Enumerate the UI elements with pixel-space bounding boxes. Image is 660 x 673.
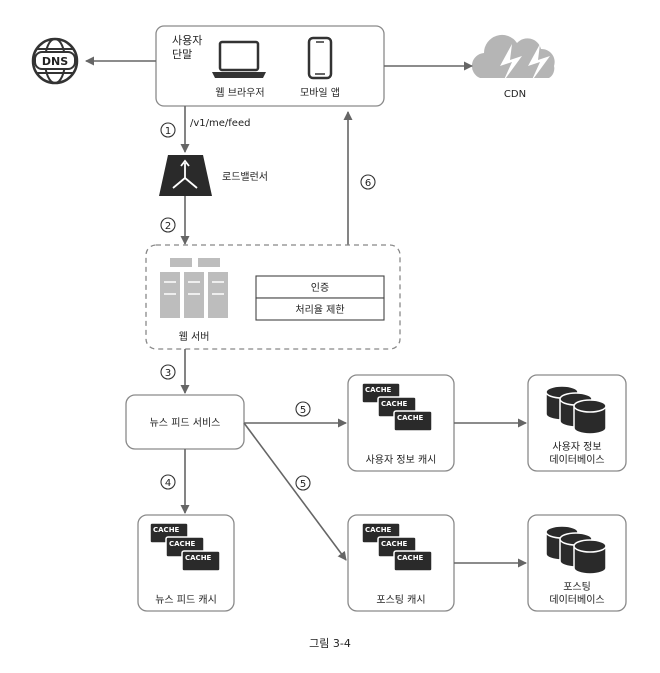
load-balancer-label: 로드밸런서: [222, 171, 268, 183]
svg-text:5: 5: [300, 479, 306, 490]
mobile-app-label: 모바일 앱: [300, 87, 340, 99]
step-5a-badge: 5: [295, 401, 311, 417]
news-feed-service-label: 뉴스 피드 서비스: [150, 417, 221, 429]
web-server-label: 웹 서버: [179, 331, 210, 343]
post-db-box: 포스팅 데이터베이스: [527, 514, 627, 612]
news-feed-cache-label: 뉴스 피드 캐시: [155, 594, 217, 606]
client-title-1: 사용자: [172, 34, 202, 47]
step-1-badge: 1: [160, 122, 176, 138]
client-box: 사용자 단말 웹 브라우저 모바일 앱: [155, 25, 385, 107]
rate-limit-label: 처리율 제한: [295, 304, 344, 316]
step-6-badge: 6: [360, 174, 376, 190]
user-cache-label: 사용자 정보 캐시: [366, 454, 437, 466]
request-path: /v1/me/feed: [190, 118, 250, 129]
post-db-label-2: 데이터베이스: [549, 594, 604, 606]
user-db-label-2: 데이터베이스: [549, 454, 604, 466]
server-rack-icon: [160, 258, 228, 318]
mobile-phone-icon: [307, 36, 333, 80]
svg-text:5: 5: [300, 405, 306, 416]
client-title-2: 단말: [172, 48, 192, 61]
load-balancer-icon: [159, 155, 212, 196]
auth-label: 인증: [311, 282, 329, 294]
dns-globe-icon: DNS: [31, 37, 79, 85]
svg-text:2: 2: [165, 221, 171, 232]
post-cache-label: 포스팅 캐시: [376, 594, 425, 606]
cdn-label: CDN: [504, 89, 526, 100]
step-2-badge: 2: [160, 217, 176, 233]
user-db-box: 사용자 정보 데이터베이스: [527, 374, 627, 472]
user-db-label-1: 사용자 정보: [552, 441, 601, 453]
svg-text:3: 3: [165, 368, 171, 379]
cdn-cloud-icon: [471, 34, 555, 82]
post-db-label-1: 포스팅: [563, 581, 591, 593]
news-feed-cache-box: 뉴스 피드 캐시: [137, 514, 235, 612]
step-4-badge: 4: [160, 474, 176, 490]
svg-text:4: 4: [165, 478, 171, 489]
svg-text:6: 6: [365, 178, 371, 189]
news-feed-service-box: 뉴스 피드 서비스: [125, 394, 245, 450]
svg-text:1: 1: [165, 126, 171, 137]
web-server-box: 인증 처리율 제한 웹 서버: [145, 244, 401, 350]
figure-caption: 그림 3-4: [309, 637, 351, 650]
dns-label: DNS: [42, 55, 68, 68]
step-3-badge: 3: [160, 364, 176, 380]
user-cache-box: 사용자 정보 캐시: [347, 374, 455, 472]
laptop-icon: [212, 40, 266, 78]
web-browser-label: 웹 브라우저: [215, 87, 264, 99]
post-cache-box: 포스팅 캐시: [347, 514, 455, 612]
step-5b-badge: 5: [295, 475, 311, 491]
arrow-service-postcache: [243, 422, 347, 561]
